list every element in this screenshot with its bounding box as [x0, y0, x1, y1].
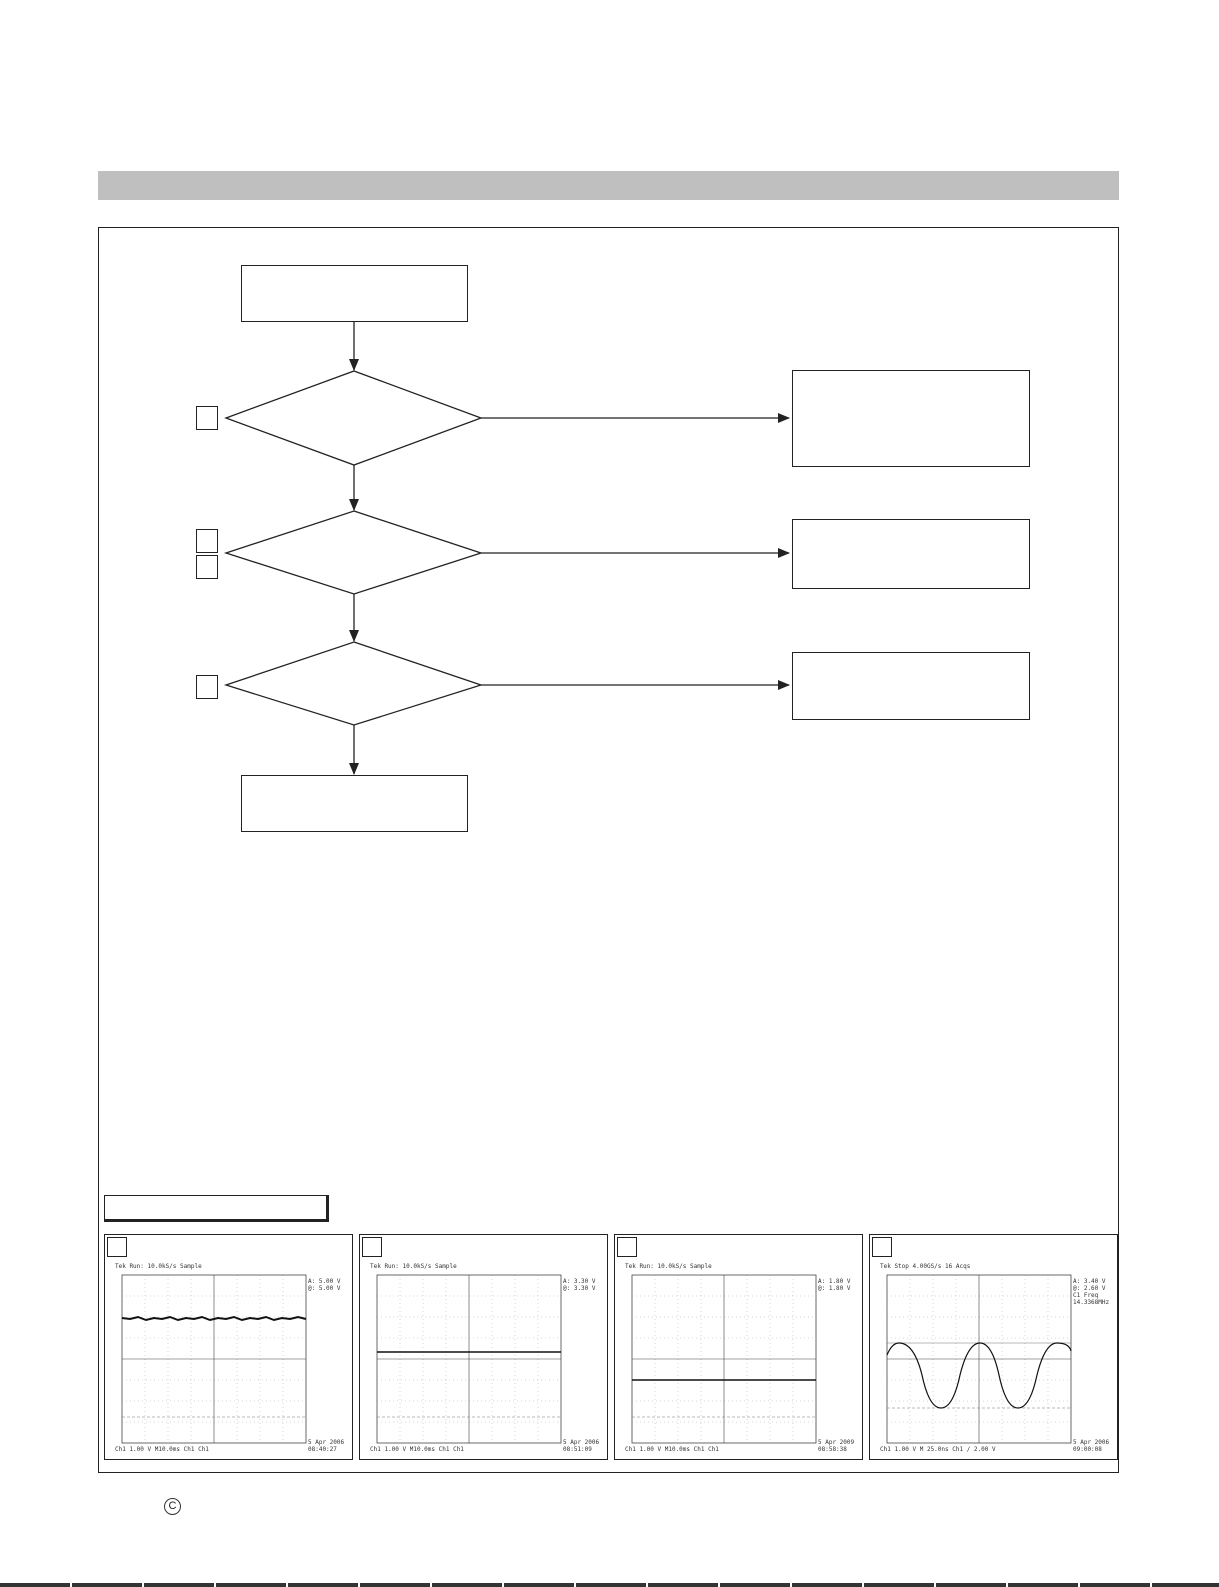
- svg-text:Ch1 1.00 V M 25.0ns: Ch1 1.00 V M 25.0ns Ch1 / 2.00 V: [880, 1446, 996, 1453]
- waveform-tag: [617, 1237, 637, 1257]
- start-process-box: [241, 265, 468, 322]
- svg-text:5 Apr 2009: 5 Apr 2009: [818, 1439, 855, 1446]
- action-box-2: [792, 519, 1030, 589]
- svg-text:@: 2.60 V: @: 2.60 V: [1073, 1285, 1106, 1292]
- step-marker-1: [196, 406, 218, 430]
- svg-text:09:00:08: 09:00:08: [1073, 1446, 1102, 1453]
- waveform-tag: [872, 1237, 892, 1257]
- svg-text:Ch1 1.00 V M10.0ms C: Ch1 1.00 V M10.0ms Ch1 Ch1: [115, 1446, 209, 1453]
- svg-text:5 Apr 2006: 5 Apr 2006: [1073, 1439, 1110, 1446]
- svg-text:A: 1.80 V: A: 1.80 V: [818, 1278, 851, 1285]
- action-box-1: [792, 370, 1030, 467]
- copyright-icon: C: [164, 1498, 181, 1515]
- svg-text:08:58:38: 08:58:38: [818, 1446, 847, 1453]
- waveform-panel-4: Tek Stop 4.00GS/s 16 Acqs A: 3.40 V @: 2…: [869, 1234, 1118, 1460]
- svg-text:A: 3.30 V: A: 3.30 V: [563, 1278, 596, 1285]
- decision-diamond-3: [223, 641, 484, 726]
- waveform-panel-3: Tek Run: 10.0kS/s Sample A: 1.80 V @: 1.…: [614, 1234, 863, 1460]
- scope-screen: Tek Run: 10.0kS/s Sample A: 3.30 V @: 3.…: [370, 1263, 600, 1453]
- svg-text:5 Apr 2006: 5 Apr 2006: [308, 1439, 345, 1446]
- waveform-panel-1: Tek Run: 10.0kS/s Sample A: 5.00 V @: 5.…: [104, 1234, 353, 1460]
- svg-text:C1 Freq: C1 Freq: [1073, 1292, 1099, 1299]
- svg-text:08:51:09: 08:51:09: [563, 1446, 592, 1453]
- decision-diamond-2: [223, 510, 484, 595]
- svg-text:Tek Stop 4.00GS/s 16 A: Tek Stop 4.00GS/s 16 Acqs: [880, 1263, 971, 1270]
- svg-text:A: 5.00 V: A: 5.00 V: [308, 1278, 341, 1285]
- svg-text:08:40:27: 08:40:27: [308, 1446, 337, 1453]
- waveform-tag: [107, 1237, 127, 1257]
- flowchart-frame: [98, 227, 1119, 1473]
- decision-diamond-1: [224, 370, 483, 466]
- svg-text:@: 1.80 V: @: 1.80 V: [818, 1285, 851, 1292]
- scope-header: Tek Run: 10.0kS/s Sample: [115, 1263, 202, 1270]
- end-process-box: [241, 775, 468, 832]
- step-marker-3: [196, 675, 218, 699]
- svg-text:Ch1 1.00 V M10.0ms C: Ch1 1.00 V M10.0ms Ch1 Ch1: [370, 1446, 464, 1453]
- waveform-tag: [362, 1237, 382, 1257]
- waveforms-heading-box: [104, 1195, 329, 1222]
- svg-text:Tek Run: 10.0kS/s Sample: Tek Run: 10.0kS/s Sample: [625, 1263, 712, 1270]
- svg-text:14.3368MHz: 14.3368MHz: [1073, 1299, 1110, 1306]
- scope-screen: Tek Stop 4.00GS/s 16 Acqs A: 3.40 V @: 2…: [880, 1263, 1110, 1453]
- step-marker-2b: [196, 555, 218, 579]
- svg-text:5 Apr 2006: 5 Apr 2006: [563, 1439, 600, 1446]
- svg-text:A: 3.40 V: A: 3.40 V: [1073, 1278, 1106, 1285]
- scope-screen: Tek Run: 10.0kS/s Sample A: 1.80 V @: 1.…: [625, 1263, 855, 1453]
- step-marker-2a: [196, 529, 218, 553]
- section-title-band: [98, 171, 1119, 200]
- svg-text:Ch1 1.00 V M10.0ms C: Ch1 1.00 V M10.0ms Ch1 Ch1: [625, 1446, 719, 1453]
- svg-text:@: 5.00 V: @: 5.00 V: [308, 1285, 341, 1292]
- waveform-panel-2: Tek Run: 10.0kS/s Sample A: 3.30 V @: 3.…: [359, 1234, 608, 1460]
- page-bottom-rule: [0, 1583, 1219, 1587]
- action-box-3: [792, 652, 1030, 720]
- scope-screen: Tek Run: 10.0kS/s Sample A: 5.00 V @: 5.…: [115, 1263, 345, 1453]
- svg-text:Tek Run: 10.0kS/s Sample: Tek Run: 10.0kS/s Sample: [370, 1263, 457, 1270]
- svg-text:@: 3.30 V: @: 3.30 V: [563, 1285, 596, 1292]
